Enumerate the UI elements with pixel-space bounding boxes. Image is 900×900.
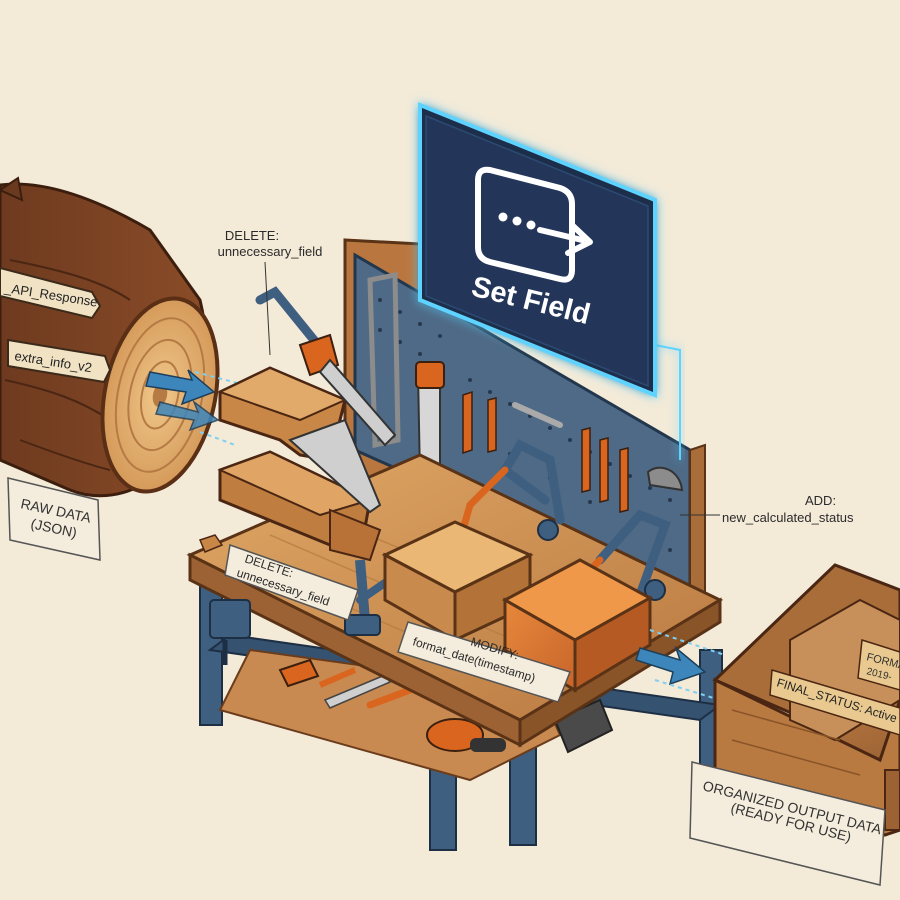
raw-data-label: RAW DATA (JSON) — [7, 477, 101, 561]
callout-delete-top: DELETE: unnecessary_field — [218, 228, 323, 356]
crate-tag-format: FORMA 2019- — [857, 639, 900, 691]
callout-delete-top-line2: unnecessary_field — [218, 244, 323, 259]
callout-add: ADD: new_calculated_status — [680, 493, 854, 525]
callout-add-line1: ADD: — [805, 493, 836, 508]
shelf-tools — [278, 658, 614, 754]
bench-to-crate-arrow — [635, 629, 726, 701]
set-field-screen: Set Field — [418, 102, 681, 460]
wood-blocks — [381, 520, 654, 693]
raw-data-log: _API_Response extra_info_v2 — [0, 176, 220, 498]
callout-delete-top-line1: DELETE: — [225, 228, 279, 243]
set-field-arrow-icon — [475, 166, 593, 283]
callout-add-line2: new_calculated_status — [722, 510, 854, 525]
